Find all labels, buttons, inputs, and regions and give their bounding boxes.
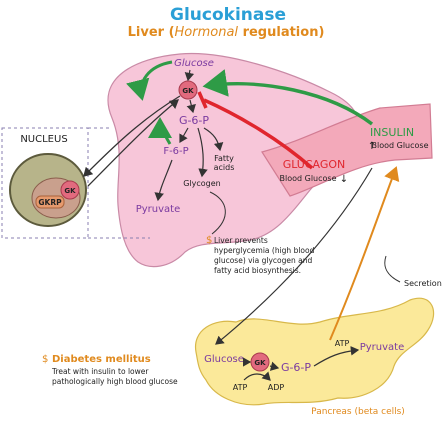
arrow-glucose-to-gk	[184, 69, 195, 82]
diabetes-title: Diabetes mellitus	[52, 354, 151, 365]
arrow-pancreas-gk-g6p	[269, 361, 280, 371]
liver-pyruvate: Pyruvate	[136, 204, 181, 215]
arrow-f6p-to-pyruvate	[154, 159, 173, 202]
liver-g6p: G-6-P	[179, 114, 209, 127]
liver-note-line3: glucose) via glycogen and	[214, 256, 313, 265]
arrow-nucleus-to-gk	[87, 99, 180, 187]
arrow-gk-to-nucleus	[83, 95, 181, 177]
liver-f6p: F-6-P	[163, 146, 188, 157]
liver-gk-label: GK	[182, 87, 194, 95]
green-arrow-f6p-up	[148, 117, 173, 145]
secretion-pointer	[384, 255, 401, 283]
nucleus-box	[1, 127, 89, 239]
red-inhibition-glucagon	[203, 98, 314, 170]
red-inhibition-bar	[197, 91, 208, 109]
liver-note-pointer	[209, 191, 226, 235]
nucleus-gkrp-label: GKRP	[38, 198, 62, 207]
arrow-pancreas-atp-adp	[243, 371, 271, 381]
liver-note-line4: fatty acid biosynthesis.	[214, 266, 301, 275]
pancreas-atp-bottom: ATP	[233, 383, 248, 392]
liver-glucose: Glucose	[174, 58, 214, 69]
arrow-pancreas-g6p-pyruvate	[313, 346, 360, 367]
liver-fatty: Fatty	[214, 154, 234, 163]
title: Glucokinase	[170, 5, 286, 25]
green-arrow-glucose-loop	[126, 60, 173, 101]
glucagon-label: GLUCAGON	[283, 158, 346, 171]
arrow-g6p-to-f6p	[179, 127, 189, 144]
pancreas-pyruvate: Pyruvate	[360, 342, 405, 353]
insulin-up-arrow: ↑	[368, 141, 376, 152]
diabetes-bullet: $	[42, 354, 48, 365]
arrow-blood-to-pancreas	[215, 167, 373, 345]
pancreas-atp-top: ATP	[335, 339, 350, 348]
pancreas-gk-label: GK	[254, 359, 266, 367]
pancreas-shape	[194, 297, 435, 406]
glucagon-effect: Blood Glucose	[280, 174, 337, 183]
pancreas-adp: ADP	[268, 383, 285, 392]
arrow-pancreas-secretion	[329, 166, 400, 341]
nucleus-gkrp-badge	[35, 195, 65, 209]
subtitle: Liver (Hormonal regulation)	[128, 25, 325, 40]
diabetes-line2: pathologically high blood glucose	[52, 377, 178, 386]
pancreas-g6p: G-6-P	[281, 361, 311, 374]
arrow-g6p-to-fatty	[203, 127, 224, 152]
insulin-effect: Blood Glucose	[372, 141, 429, 150]
pancreas-glucose: Glucose	[204, 354, 244, 365]
liver-note-bullet: $	[206, 235, 212, 246]
liver-note-line2: hyperglycemia (high blood	[214, 246, 315, 255]
liver-acids: acids	[214, 163, 235, 172]
arrow-g6p-to-glycogen	[197, 127, 208, 178]
pancreas-label: Pancreas (beta cells)	[311, 407, 405, 417]
nucleus-gk-label: GK	[64, 187, 76, 195]
green-arrow-insulin-to-gk	[202, 69, 374, 126]
liver-note-line1: Liver prevents	[214, 236, 268, 245]
blood-vessel	[261, 103, 433, 197]
insulin-label: INSULIN	[370, 126, 414, 139]
diabetes-line1: Treat with insulin to lower	[51, 367, 149, 376]
glucagon-down-arrow: ↓	[340, 174, 348, 185]
liver-glycogen: Glycogen	[183, 179, 221, 188]
arrow-gk-to-g6p	[186, 99, 196, 114]
nucleus-gk-badge	[60, 180, 80, 200]
secretion-label: Secretion	[404, 279, 442, 288]
nucleus-label: NUCLEUS	[20, 134, 67, 145]
